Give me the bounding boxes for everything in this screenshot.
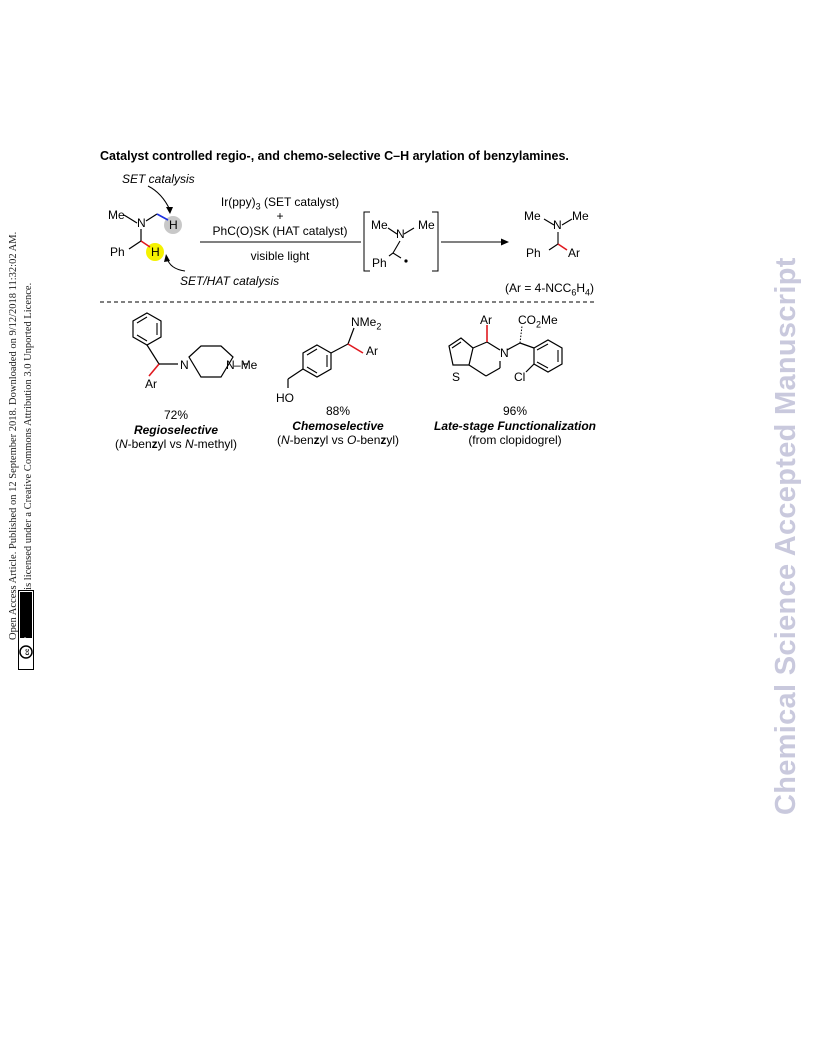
product-2-structure (287, 327, 364, 388)
p1-nitrogen-2: N (226, 358, 235, 372)
starting-material-structure (123, 185, 186, 272)
cc-by-text: BY (25, 637, 31, 645)
p1-methyl: –Me (234, 358, 258, 372)
p3-yield: 96% (502, 404, 528, 418)
p3-sulfur: S (452, 370, 461, 384)
blue-ch-bond (156, 213, 169, 221)
product-3-structure (448, 325, 563, 377)
p3-chlorine: Cl (514, 370, 526, 384)
cc-by-badge: cc BY (18, 590, 34, 670)
journal-watermark: Chemical Science Accepted Manuscript (770, 257, 802, 815)
yellow-h-highlight (146, 243, 164, 261)
prod-aryl: Ar (568, 246, 580, 260)
p3-aryl: Ar (480, 313, 492, 327)
dashed-divider (100, 301, 596, 303)
p2-nme2: NMe2 (351, 315, 382, 332)
p2-yield: 88% (325, 404, 351, 418)
int-methyl-right: Me (418, 218, 435, 232)
p1-new-bond (148, 363, 160, 377)
p3-note: (from clopidogrel) (468, 433, 562, 447)
p3-ester: CO2Me (518, 313, 558, 330)
p2-note: (N-benzyl vs O-benzyl) (276, 433, 400, 447)
open-access-notice: Open Access Article. Published on 12 Sep… (8, 231, 19, 640)
sm-methyl-label: Me (108, 208, 125, 222)
p1-nitrogen-1: N (180, 358, 189, 372)
sm-nitrogen-label: N (137, 216, 146, 230)
sm-methyl-h-label: H (169, 218, 178, 232)
aryl-definition: (Ar = 4-NCC6H4) (505, 281, 595, 298)
grey-h-highlight (164, 216, 182, 234)
p2-label: Chemoselective (292, 419, 384, 433)
product-structure (543, 218, 573, 251)
product-1-structure (132, 312, 248, 378)
set-hat-catalysis-label: SET/HAT catalysis (180, 274, 280, 288)
p1-yield: 72% (163, 408, 189, 422)
figure-title: Catalyst controlled regio-, and chemo-se… (100, 149, 569, 163)
condition-plus: + (276, 209, 284, 223)
red-ch-bond (140, 240, 151, 248)
int-nitrogen: N (396, 227, 405, 241)
condition-hat-catalyst: PhC(O)SK (HAT catalyst) (212, 224, 348, 238)
sm-benzyl-h-label: H (151, 245, 160, 259)
product-new-bond (557, 243, 568, 251)
prod-methyl-left: Me (524, 209, 541, 223)
set-catalysis-label: SET catalysis (122, 172, 195, 186)
p1-note: (N-benzyl vs N-methyl) (114, 437, 238, 451)
prod-nitrogen: N (553, 218, 562, 232)
condition-catalyst: Ir(ppy)3 (SET catalyst) (220, 195, 340, 212)
reaction-arrow (200, 211, 509, 272)
licence-notice: This article is licensed under a Creativ… (23, 282, 34, 640)
p2-aryl: Ar (366, 344, 378, 358)
p1-label: Regioselective (133, 423, 219, 437)
p3-nitrogen: N (500, 346, 509, 360)
condition-light: visible light (250, 249, 310, 263)
svg-text:cc: cc (25, 648, 31, 655)
p1-aryl: Ar (145, 377, 157, 391)
cc-logo-icon: cc BY (18, 590, 34, 670)
int-phenyl: Ph (372, 256, 387, 270)
p2-new-bond (347, 343, 364, 354)
p2-hydroxyl: HO (276, 391, 294, 405)
prod-phenyl: Ph (526, 246, 541, 260)
p3-label: Late-stage Functionalization (433, 419, 596, 433)
sm-phenyl-label: Ph (110, 245, 125, 259)
radical-dot (404, 259, 408, 263)
prod-methyl-right: Me (572, 209, 589, 223)
int-methyl-left: Me (371, 218, 388, 232)
